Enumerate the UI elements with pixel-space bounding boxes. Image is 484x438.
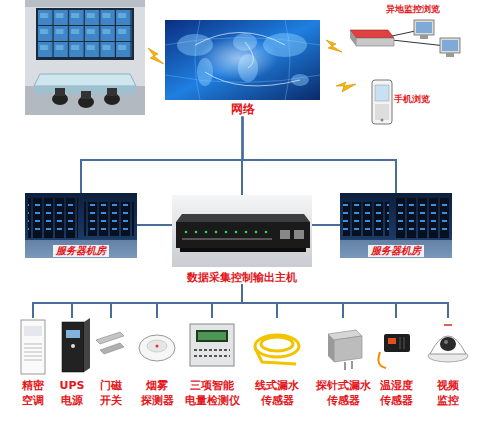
device-label: 烟雾 探测器 bbox=[129, 378, 185, 409]
network-wire bbox=[72, 284, 242, 318]
device-node: 烟雾 探测器 bbox=[129, 318, 185, 409]
device-label: 视频 监控 bbox=[425, 378, 471, 409]
remote-monitor-node: 异地监控浏览 bbox=[345, 4, 480, 59]
network-wire bbox=[242, 284, 277, 318]
server-room-node: 服务器机房 bbox=[25, 193, 137, 258]
network-wire bbox=[312, 224, 340, 226]
network-wire bbox=[242, 284, 396, 318]
ups-icon bbox=[62, 318, 90, 372]
network-wire bbox=[157, 284, 242, 318]
device-node: 门磁 开关 bbox=[88, 318, 134, 409]
device-node: 线式漏水 传感器 bbox=[246, 318, 308, 409]
network-wire bbox=[242, 284, 343, 318]
host-device-photo bbox=[172, 195, 312, 267]
control-room-photo bbox=[25, 0, 145, 115]
device-node: UPS 电源 bbox=[49, 318, 95, 409]
door-contact-icon bbox=[96, 332, 124, 354]
device-node: 温湿度 传感器 bbox=[370, 318, 422, 409]
device-node: 三项智能 电量检测仪 bbox=[179, 318, 245, 409]
network-wire bbox=[33, 284, 242, 318]
power-meter-icon bbox=[190, 324, 234, 366]
mobile-view-node: 手机浏览 bbox=[368, 74, 448, 126]
temp-humidity-sensor-icon bbox=[378, 334, 410, 368]
device-label: 探针式漏水 传感器 bbox=[310, 378, 376, 409]
device-node: 探针式漏水 传感器 bbox=[310, 318, 376, 409]
network-node: 网络 bbox=[165, 18, 320, 116]
device-label: 精密 空调 bbox=[10, 378, 56, 409]
phone-icon bbox=[372, 80, 392, 124]
host-node: 数据采集控制输出主机 bbox=[172, 195, 312, 284]
server-room-label: 服务器机房 bbox=[368, 245, 424, 257]
network-wire bbox=[243, 116, 397, 193]
network-wire bbox=[111, 284, 242, 318]
device-node: 精密 空调 bbox=[10, 318, 56, 409]
device-label: 温湿度 传感器 bbox=[370, 378, 422, 409]
mobile-view-label: 手机浏览 bbox=[394, 94, 431, 106]
remote-monitor-icons bbox=[350, 20, 460, 57]
device-label: 三项智能 电量检测仪 bbox=[179, 378, 245, 409]
network-wire bbox=[212, 284, 242, 318]
server-room-label: 服务器机房 bbox=[53, 245, 109, 257]
probe-leak-sensor-icon bbox=[328, 330, 362, 370]
server-room-photo bbox=[25, 193, 137, 258]
network-wire bbox=[137, 224, 172, 226]
network-label: 网络 bbox=[231, 102, 255, 116]
smoke-detector-icon bbox=[139, 335, 175, 361]
remote-monitor-label: 异地监控浏览 bbox=[386, 4, 440, 15]
device-node: 视频 监控 bbox=[425, 318, 471, 409]
device-label: UPS 电源 bbox=[49, 378, 95, 409]
rope-leak-sensor-icon bbox=[255, 335, 299, 364]
dome-camera-icon bbox=[428, 325, 468, 362]
server-room-photo bbox=[340, 193, 452, 258]
server-room-node: 服务器机房 bbox=[340, 193, 452, 258]
network-wire bbox=[242, 284, 448, 318]
precision-ac-icon bbox=[21, 320, 45, 374]
world-map bbox=[165, 20, 320, 100]
device-label: 线式漏水 传感器 bbox=[246, 378, 308, 409]
device-label: 门磁 开关 bbox=[88, 378, 134, 409]
host-label: 数据采集控制输出主机 bbox=[187, 271, 297, 284]
network-wire bbox=[81, 116, 243, 193]
